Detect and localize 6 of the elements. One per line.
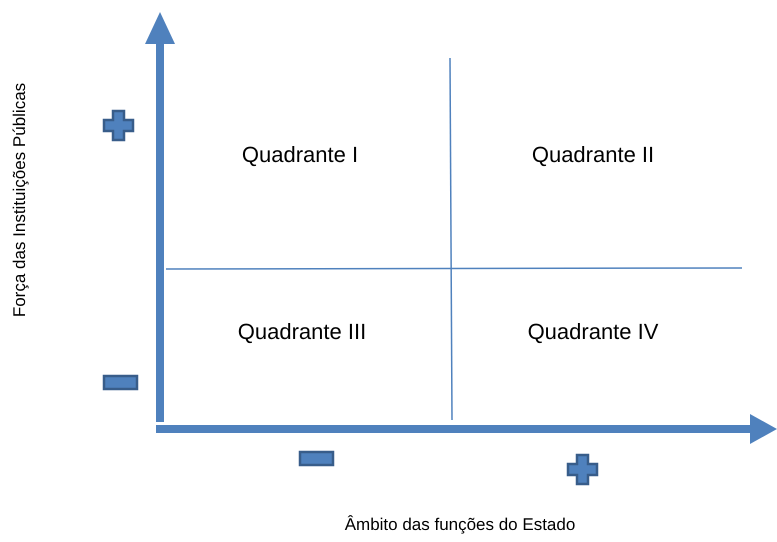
- quadrant-label: Quadrante IV: [528, 319, 658, 345]
- quadrant-label: Quadrante II: [532, 142, 654, 168]
- quadrant-label: Quadrante III: [238, 319, 366, 345]
- axis-title: Força das Instituições Públicas: [10, 82, 30, 318]
- axis-title: Âmbito das funções do Estado: [344, 515, 576, 535]
- quadrant-label: Quadrante I: [242, 142, 358, 168]
